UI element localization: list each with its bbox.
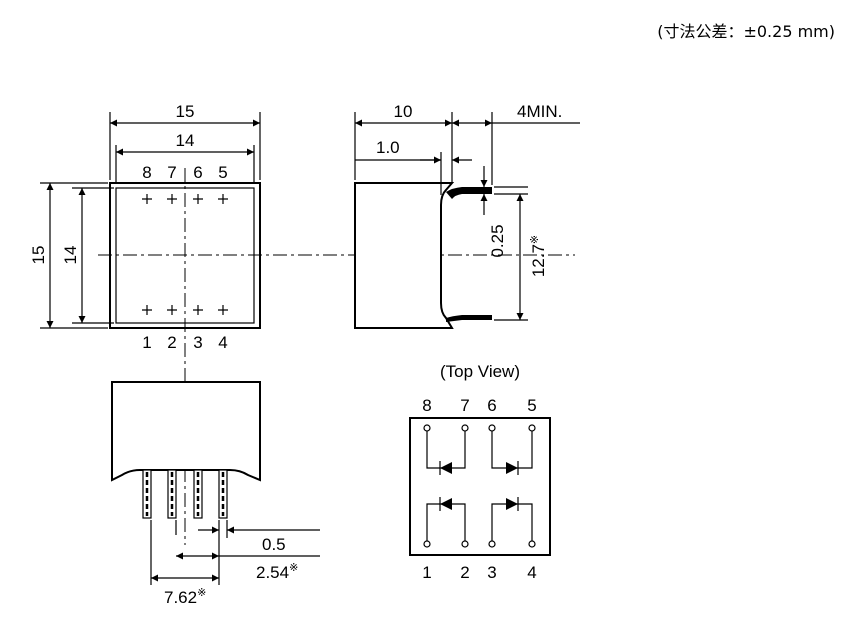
top-view-title: (Top View): [440, 362, 520, 381]
dim-row-spacing: 7.62※: [164, 587, 206, 607]
pin-label-6: 6: [193, 163, 202, 182]
pin-label-1: 1: [142, 333, 151, 352]
side-body-outline: [354, 182, 455, 329]
dim-inner-height: 14: [61, 246, 80, 265]
side-lead-bottom: [446, 315, 492, 322]
pin-label-4: 4: [218, 333, 227, 352]
front-body-outline: [111, 381, 261, 482]
pin-label-2: 2: [167, 333, 176, 352]
dim-lead-min: 4MIN.: [517, 102, 562, 121]
dim-offset: 1.0: [376, 138, 400, 157]
schematic-pin-label-3: 3: [487, 563, 496, 582]
schematic-pin-label-1: 1: [422, 563, 431, 582]
dim-pin-width: 0.5: [262, 535, 286, 554]
schematic-pin-label-2: 2: [460, 563, 469, 582]
dim-lead-spacing: 12.7※: [529, 235, 548, 277]
front-pins: [142, 469, 228, 519]
schematic-pin-label-5: 5: [527, 396, 536, 415]
pin-label-5: 5: [218, 163, 227, 182]
dim-body-length: 10: [394, 102, 413, 121]
dim-lead-thickness: 0.25: [488, 224, 507, 257]
pin-label-7: 7: [167, 163, 176, 182]
dim-inner-width: 14: [176, 131, 195, 150]
diode-upper-right: [491, 431, 533, 475]
top-view-schematic: (Top View) 8 7 6 5 1 2 3 4: [409, 362, 551, 582]
pin-label-3: 3: [193, 333, 202, 352]
schematic-pin-label-4: 4: [527, 563, 536, 582]
schematic-pin-label-7: 7: [460, 396, 469, 415]
tolerance-note: (寸法公差：±0.25 mm): [657, 22, 835, 41]
pin-label-8: 8: [142, 163, 151, 182]
schematic-pads: [423, 424, 536, 548]
schematic-pin-label-8: 8: [422, 396, 431, 415]
dim-outer-width: 15: [176, 102, 195, 121]
side-lead-top: [446, 187, 492, 199]
side-view: 10 4MIN. 1.0 0.25 12.7※: [354, 102, 580, 329]
diode-lower-right: [491, 497, 533, 541]
pin-markers: [142, 194, 228, 315]
diode-lower-left: [426, 497, 466, 541]
diode-upper-left: [426, 431, 466, 475]
schematic-outline: [409, 417, 551, 556]
top-outline-view: 15 14 15 14 8 7 6 5 1 2 3: [29, 102, 575, 545]
front-view: 0.5 2.54※ 7.62※: [111, 381, 320, 607]
dim-outer-height: 15: [29, 246, 48, 265]
schematic-pin-label-6: 6: [487, 396, 496, 415]
dim-pin-pitch: 2.54※: [256, 562, 298, 582]
